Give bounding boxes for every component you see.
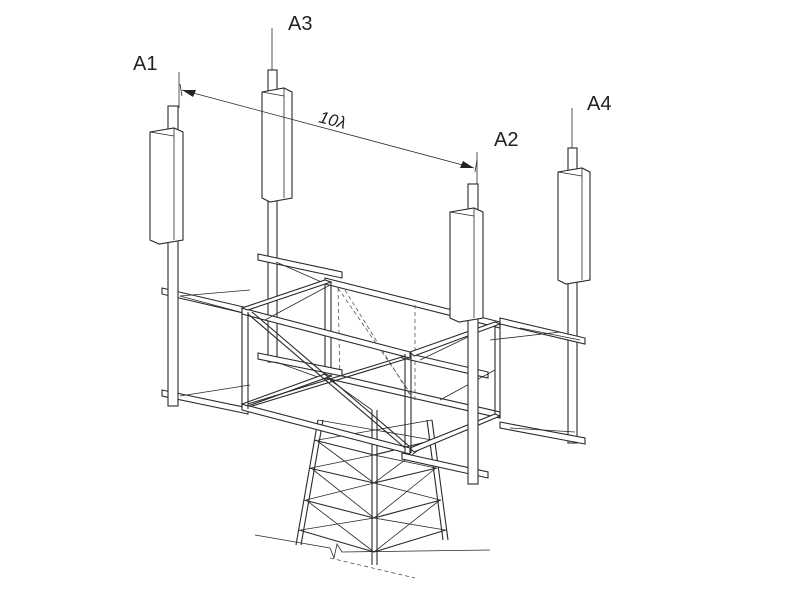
label-a4: A4 (587, 93, 611, 115)
lattice-tower (295, 410, 449, 565)
platform-front (240, 279, 502, 455)
antenna-a1 (149, 72, 184, 407)
label-a1: A1 (133, 53, 157, 75)
dimension-line (179, 83, 478, 173)
ground-line (254, 534, 491, 579)
antenna-a4 (557, 108, 591, 444)
label-a2: A2 (494, 129, 518, 151)
label-a3: A3 (288, 13, 312, 35)
antenna-a2 (449, 152, 484, 485)
antenna-a3 (261, 28, 293, 363)
dimension-label: 10λ (317, 108, 348, 133)
